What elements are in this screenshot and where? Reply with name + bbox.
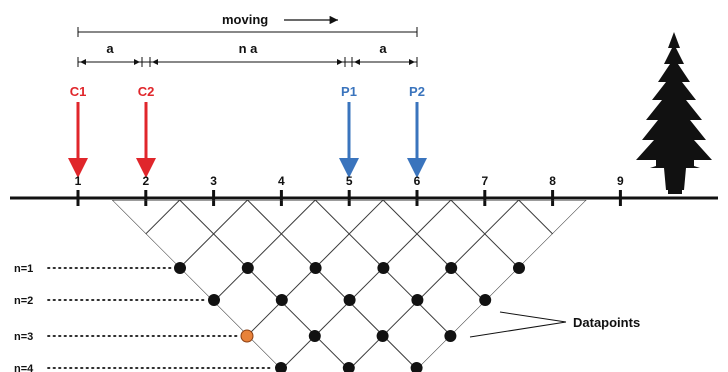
level-labels: n=1 n=2 n=3 n=4 [14,263,274,372]
position-label: 5 [346,174,353,188]
position-label: 6 [414,174,421,188]
datapoint-highlighted [240,329,254,343]
datapoint [513,262,525,274]
electrode-label: C1 [70,84,87,99]
datapoint [377,262,390,274]
position-label: 9 [617,174,624,188]
grid-line [179,200,353,372]
spacing-label-left: a [106,41,114,56]
electrode-label: C2 [138,84,155,99]
position-label: 8 [549,174,556,188]
level-label: n=2 [14,295,33,307]
grid-line [414,200,587,372]
datapoint [308,330,321,342]
grid-line [210,200,384,372]
grid-line [111,200,113,372]
pseudosection-grid [111,200,587,372]
electrode-c1: C1 [68,84,88,178]
tree-icon [636,32,712,194]
datapoint [445,262,458,274]
datapoint [479,294,492,306]
datapoint [241,262,254,274]
datapoint [342,362,355,372]
datapoints [174,262,525,372]
grid-line [346,200,520,372]
datapoint [208,294,220,306]
datapoint [444,330,457,342]
datapoints-callout-line [469,321,567,338]
electrode-c2: C2 [136,84,156,178]
arrow-down-icon [339,158,359,178]
grid-line [314,200,488,372]
datapoint [275,362,287,372]
ground-positions: 1 2 3 4 5 6 7 8 9 [75,174,624,206]
grid-line [111,200,285,372]
datapoint [343,294,356,306]
arrow-down-icon [136,158,156,178]
position-label: 3 [210,174,217,188]
spacing-label-right: a [379,41,387,56]
datapoint [410,362,423,372]
datapoint [174,262,186,274]
datapoints-label: Datapoints [573,315,640,330]
electrode-p1: P1 [339,84,359,178]
position-label: 2 [142,174,149,188]
electrode-label: P2 [409,84,425,99]
grid-line [586,200,587,372]
grid-line [111,200,248,372]
arrow-down-icon [407,158,427,178]
electrode-p2: P2 [407,84,427,178]
level-label: n=3 [14,331,33,343]
grid-line [518,200,587,372]
grid-line [247,200,420,372]
datapoint [411,294,424,306]
grid-line [450,200,587,372]
grid-line [278,200,452,372]
datapoint [275,294,288,306]
grid-line [142,200,316,372]
electrode-label: P1 [341,84,357,99]
datapoint [376,330,389,342]
position-label: 7 [481,174,488,188]
grid-line [111,200,181,372]
position-label: 4 [278,174,285,188]
arrow-down-icon [68,158,88,178]
position-label: 1 [75,174,82,188]
moving-label: moving [222,12,268,27]
spacing-dimension [77,57,418,67]
datapoints-callout-line [499,311,567,323]
datapoint [309,262,322,274]
spacing-label-middle: n a [239,41,259,56]
level-label: n=4 [14,363,34,372]
level-label: n=1 [14,263,33,275]
grid-line [382,200,556,372]
